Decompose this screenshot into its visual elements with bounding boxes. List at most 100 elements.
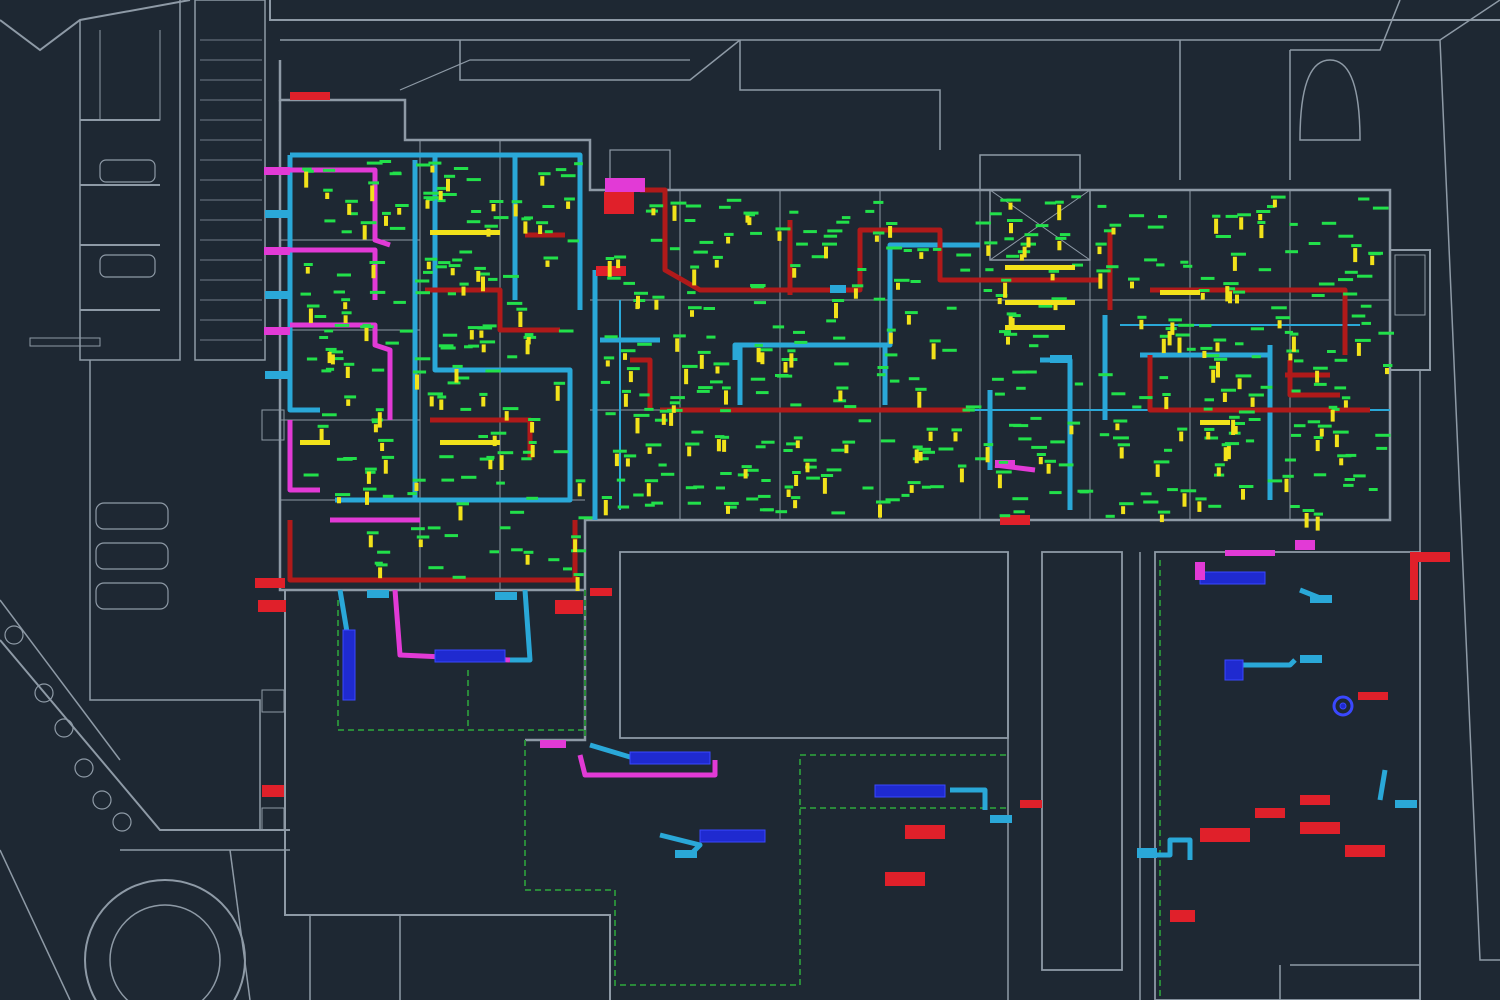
fan-coil-icon[interactable] (345, 366, 350, 378)
diffuser-icon[interactable] (1206, 354, 1220, 358)
terminal-unit-layer[interactable] (300, 165, 1389, 591)
diffuser-icon[interactable] (621, 389, 631, 393)
diffuser-icon[interactable] (371, 420, 381, 424)
diffuser-icon[interactable] (1235, 342, 1244, 346)
diffuser-icon[interactable] (1229, 415, 1240, 419)
diffuser-icon[interactable] (685, 442, 700, 446)
diffuser-icon[interactable] (1159, 376, 1169, 380)
diffuser-icon[interactable] (761, 479, 771, 482)
diffuser-icon[interactable] (885, 498, 900, 502)
diffuser-icon[interactable] (884, 353, 898, 357)
fan-coil-icon[interactable] (747, 217, 752, 226)
diffuser-icon[interactable] (1332, 430, 1349, 434)
diffuser-icon[interactable] (510, 510, 525, 514)
diffuser-icon[interactable] (826, 468, 842, 472)
fan-coil-icon[interactable] (1115, 423, 1120, 431)
fan-coil-icon[interactable] (346, 399, 351, 406)
fan-coil-icon[interactable] (305, 267, 310, 274)
fan-coil-icon[interactable] (499, 455, 504, 470)
diffuser-icon[interactable] (649, 204, 664, 208)
fan-coil-icon[interactable] (672, 205, 677, 221)
diffuser-icon[interactable] (1313, 366, 1328, 370)
diffuser-icon[interactable] (343, 362, 355, 366)
diffuser-icon[interactable] (506, 301, 523, 305)
diffuser-icon[interactable] (693, 250, 708, 254)
diffuser-icon[interactable] (1248, 393, 1264, 397)
fan-coil-icon[interactable] (896, 282, 900, 290)
fan-coil-icon[interactable] (636, 295, 640, 309)
fan-coil-icon[interactable] (684, 368, 689, 385)
diffuser-icon[interactable] (471, 210, 482, 213)
diffuser-icon[interactable] (526, 496, 539, 500)
fan-coil-icon[interactable] (418, 539, 423, 548)
fan-coil-icon[interactable] (1304, 513, 1309, 528)
diffuser-icon[interactable] (1132, 405, 1142, 409)
diffuser-icon[interactable] (1006, 312, 1017, 316)
fan-coil-icon[interactable] (914, 449, 919, 464)
diffuser-icon[interactable] (1321, 221, 1337, 225)
diffuser-icon[interactable] (1162, 393, 1171, 396)
fan-coil-icon[interactable] (628, 371, 633, 383)
diffuser-icon[interactable] (724, 232, 734, 236)
fan-coil-icon[interactable] (1241, 489, 1245, 500)
diffuser-icon[interactable] (1153, 460, 1170, 464)
diffuser-icon[interactable] (444, 534, 458, 538)
diffuser-icon[interactable] (536, 221, 549, 225)
diffuser-icon[interactable] (1177, 427, 1188, 431)
diffuser-icon[interactable] (1013, 510, 1025, 514)
diffuser-icon[interactable] (317, 424, 329, 428)
diffuser-icon[interactable] (917, 248, 929, 252)
diffuser-icon[interactable] (1140, 492, 1152, 496)
fan-coil-icon[interactable] (337, 497, 341, 504)
diffuser-icon[interactable] (1267, 479, 1283, 483)
diffuser-icon[interactable] (789, 210, 799, 214)
diffuser-icon[interactable] (841, 216, 851, 220)
diffuser-icon[interactable] (452, 575, 466, 579)
fan-coil-icon[interactable] (1216, 361, 1220, 378)
diffuser-icon[interactable] (382, 494, 394, 498)
diffuser-icon[interactable] (389, 226, 406, 230)
diffuser-icon[interactable] (428, 566, 444, 570)
diffuser-icon[interactable] (524, 333, 534, 337)
fan-coil-icon[interactable] (669, 412, 674, 426)
diffuser-icon[interactable] (426, 197, 435, 201)
fan-coil-icon[interactable] (909, 485, 914, 493)
diffuser-icon[interactable] (834, 362, 849, 366)
fan-coil-icon[interactable] (716, 439, 721, 452)
diffuser-icon[interactable] (507, 355, 518, 359)
diffuser-icon[interactable] (1113, 419, 1128, 423)
diffuser-icon[interactable] (720, 472, 732, 475)
diffuser-icon[interactable] (600, 380, 610, 384)
diffuser-icon[interactable] (341, 230, 352, 234)
diffuser-icon[interactable] (984, 241, 998, 245)
fan-coil-icon[interactable] (651, 208, 656, 216)
diffuser-icon[interactable] (912, 445, 923, 449)
diffuser-icon[interactable] (486, 455, 495, 459)
diffuser-icon[interactable] (831, 448, 845, 452)
fan-coil-icon[interactable] (523, 221, 528, 234)
diffuser-icon[interactable] (1291, 389, 1301, 393)
diffuser-icon[interactable] (633, 493, 644, 497)
diffuser-icon[interactable] (437, 395, 447, 399)
diffuser-icon[interactable] (1167, 488, 1178, 492)
fan-coil-icon[interactable] (1053, 301, 1058, 311)
diffuser-icon[interactable] (379, 160, 392, 163)
diffuser-icon[interactable] (528, 418, 541, 421)
diffuser-icon[interactable] (303, 473, 319, 477)
diffuser-icon[interactable] (1067, 421, 1081, 425)
fan-coil-icon[interactable] (491, 204, 496, 212)
diffuser-icon[interactable] (1331, 407, 1340, 411)
diffuser-icon[interactable] (886, 222, 898, 225)
diffuser-icon[interactable] (915, 387, 927, 391)
diffuser-icon[interactable] (1096, 269, 1111, 273)
diffuser-icon[interactable] (363, 487, 377, 491)
diffuser-icon[interactable] (687, 291, 696, 295)
diffuser-icon[interactable] (411, 527, 425, 531)
diffuser-icon[interactable] (886, 328, 896, 332)
diffuser-icon[interactable] (634, 291, 648, 295)
diffuser-icon[interactable] (415, 279, 430, 283)
diffuser-icon[interactable] (479, 272, 490, 276)
diffuser-icon[interactable] (444, 174, 456, 178)
diffuser-icon[interactable] (957, 464, 967, 468)
